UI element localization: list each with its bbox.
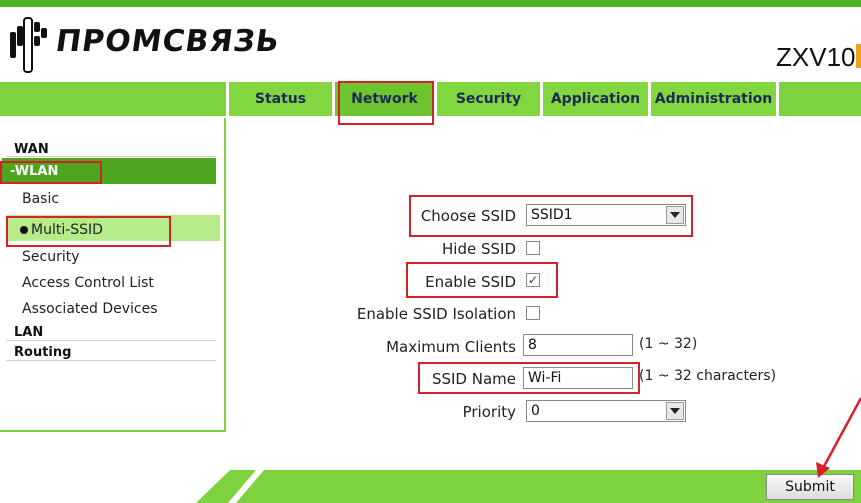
submit-button[interactable]: Submit [766,474,854,500]
top-accent-stripe [0,0,861,7]
priority-value: 0 [531,403,540,419]
sidebar-item-security[interactable]: Security [22,249,80,265]
brand-logo: ПРОМСВЯЗЬ [6,16,282,74]
choose-ssid-select[interactable]: SSID1 [526,204,686,226]
tab-application[interactable]: Application [540,82,648,116]
logo-text: ПРОМСВЯЗЬ [53,24,283,59]
tab-security[interactable]: Security [434,82,540,116]
tab-administration[interactable]: Administration [648,82,776,116]
sidebar-item-lan[interactable]: LAN [14,325,44,340]
sidebar-item-routing[interactable]: Routing [14,345,72,360]
sidebar-item-basic[interactable]: Basic [22,191,60,207]
device-model: ZXV10 [776,42,856,72]
ssid-name-input[interactable]: Wi-Fi [523,367,633,389]
sidebar-divider [6,156,216,157]
sidebar: WAN -WLAN Basic Multi-SSID Security Acce… [0,118,226,432]
ssid-name-label: SSID Name [431,370,516,388]
enable-ssid-checkbox[interactable]: ✓ [526,273,540,287]
max-clients-label: Maximum Clients [386,338,516,356]
priority-label: Priority [462,403,516,421]
nav-end-cell [776,82,861,116]
sidebar-divider [6,360,216,361]
checkmark-icon: ✓ [527,273,539,287]
hide-ssid-checkbox[interactable] [526,241,540,255]
choose-ssid-value: SSID1 [531,207,573,223]
top-navigation: Status Network Security Application Admi… [0,82,861,116]
bullet-icon [20,226,28,234]
sidebar-item-label: Multi-SSID [31,222,103,238]
hide-ssid-label: Hide SSID [442,240,516,258]
tab-network[interactable]: Network [332,82,434,116]
sidebar-item-wan[interactable]: WAN [14,142,49,157]
ssid-name-hint: (1 ~ 32 characters) [639,368,777,384]
promsvyaz-logo-icon [10,17,47,73]
nav-spacer [0,82,226,116]
priority-select[interactable]: 0 [526,400,686,422]
enable-ssid-label: Enable SSID [425,273,516,291]
sidebar-item-associated-devices[interactable]: Associated Devices [22,301,158,317]
tab-status[interactable]: Status [226,82,332,116]
chevron-down-icon[interactable] [666,206,684,224]
model-accent-bar [856,44,861,68]
sidebar-multissid-selected-bg [6,215,220,241]
ssid-isolation-checkbox[interactable] [526,306,540,320]
sidebar-item-wlan[interactable]: -WLAN [10,164,59,179]
max-clients-input[interactable]: 8 [523,334,633,356]
ssid-isolation-label: Enable SSID Isolation [356,305,516,323]
choose-ssid-label: Choose SSID [420,207,516,225]
sidebar-item-multi-ssid[interactable]: Multi-SSID [20,222,103,238]
sidebar-item-access-control-list[interactable]: Access Control List [22,275,154,291]
footer-bar [196,470,861,503]
max-clients-hint: (1 ~ 32) [639,336,698,352]
chevron-down-icon[interactable] [666,402,684,420]
sidebar-divider [6,340,216,341]
